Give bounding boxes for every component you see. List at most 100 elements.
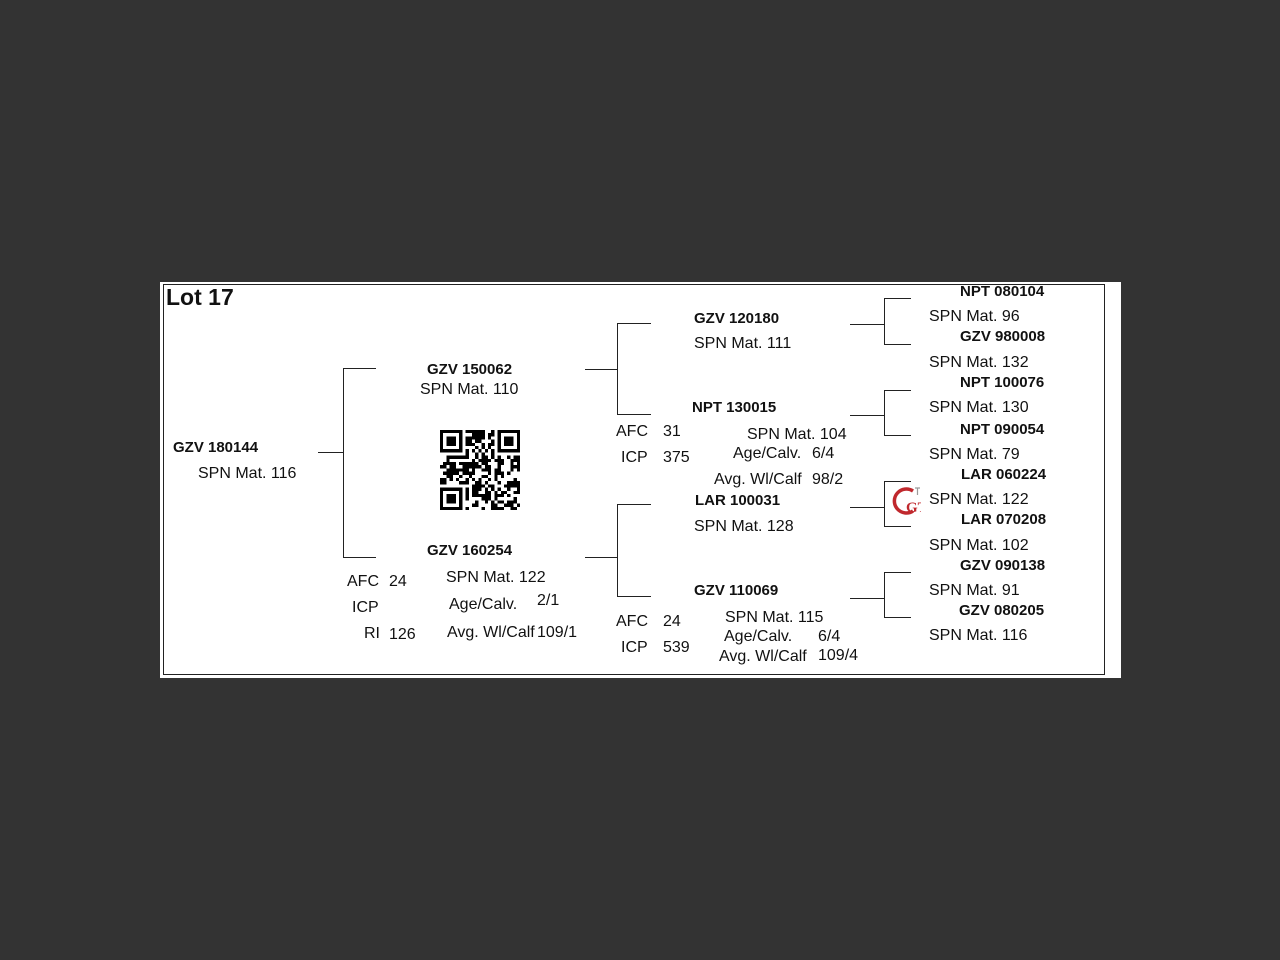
qr-module xyxy=(516,465,520,469)
qr-module xyxy=(516,439,520,443)
qr-module xyxy=(491,506,495,510)
qr-module xyxy=(440,433,444,437)
dam-sire-spn: SPN Mat. 128 xyxy=(694,518,794,535)
qr-module xyxy=(449,436,453,440)
qr-module xyxy=(484,468,488,472)
qr-module xyxy=(449,471,453,475)
sire-dam-icp-value: 375 xyxy=(663,449,690,466)
qr-module xyxy=(452,500,456,504)
qr-module xyxy=(516,487,520,491)
dam-dam-age-label: Age/Calv. xyxy=(724,628,793,645)
qr-module xyxy=(443,471,447,475)
qr-module xyxy=(446,430,450,434)
qr-module xyxy=(472,503,476,507)
sire-dam-age-label: Age/Calv. xyxy=(733,445,802,462)
qr-module xyxy=(497,494,501,498)
qr-module xyxy=(488,490,492,494)
qr-module xyxy=(488,442,492,446)
qr-module xyxy=(468,462,472,466)
qr-module xyxy=(440,481,444,485)
dam-dam-spn: SPN Mat. 115 xyxy=(725,609,824,626)
qr-module xyxy=(440,494,444,498)
qr-module xyxy=(513,484,517,488)
qr-module xyxy=(516,449,520,453)
qr-module xyxy=(465,497,469,501)
sire-id: GZV 150062 xyxy=(427,361,513,378)
qr-module xyxy=(481,446,485,450)
qr-module xyxy=(484,462,488,466)
qr-module xyxy=(456,449,460,453)
qr-module xyxy=(481,452,485,456)
qr-module xyxy=(446,468,450,472)
gt-logo-text: GT xyxy=(906,500,921,516)
qr-module xyxy=(459,500,463,504)
connector-line xyxy=(884,572,885,618)
subject-afc-value: 24 xyxy=(389,573,407,590)
qr-module xyxy=(488,494,492,498)
qr-module xyxy=(478,494,482,498)
qr-module xyxy=(478,478,482,482)
qr-module xyxy=(449,494,453,498)
qr-module xyxy=(472,487,476,491)
qr-module xyxy=(510,506,514,510)
qr-module xyxy=(491,503,495,507)
qr-module xyxy=(516,442,520,446)
qr-module xyxy=(462,471,466,475)
qr-module xyxy=(446,442,450,446)
qr-module xyxy=(484,490,488,494)
qr-module xyxy=(481,484,485,488)
qr-module xyxy=(481,497,485,501)
qr-module xyxy=(504,449,508,453)
qr-module xyxy=(497,442,501,446)
qr-module xyxy=(446,506,450,510)
qr-module xyxy=(494,471,498,475)
qr-module xyxy=(440,430,444,434)
qr-module xyxy=(510,462,514,466)
connector-line xyxy=(884,481,885,527)
qr-module xyxy=(462,481,466,485)
qr-module xyxy=(465,471,469,475)
pedigree-frame xyxy=(163,284,1105,675)
qr-module xyxy=(449,455,453,459)
qr-module xyxy=(449,506,453,510)
qr-module xyxy=(513,481,517,485)
qr-module xyxy=(465,490,469,494)
qr-module xyxy=(497,455,501,459)
qr-module xyxy=(475,452,479,456)
qr-module xyxy=(478,458,482,462)
qr-module xyxy=(456,455,460,459)
qr-module xyxy=(500,490,504,494)
dam-dam-wl-label: Avg. Wl/Calf xyxy=(719,648,807,665)
sire-dam-afc-value: 31 xyxy=(663,423,681,440)
dam-dam-icp-value: 539 xyxy=(663,639,690,656)
qr-module xyxy=(478,436,482,440)
connector-line xyxy=(884,344,911,345)
qr-module xyxy=(462,462,466,466)
connector-line xyxy=(617,414,651,415)
sire-sire-spn: SPN Mat. 111 xyxy=(694,335,792,352)
qr-module xyxy=(459,497,463,501)
qr-module xyxy=(443,478,447,482)
ancestor-spn: SPN Mat. 116 xyxy=(929,627,1028,644)
connector-line xyxy=(343,368,376,369)
subject-ri-label: RI xyxy=(364,625,380,642)
qr-module xyxy=(446,436,450,440)
qr-module xyxy=(497,433,501,437)
qr-module xyxy=(484,449,488,453)
qr-module xyxy=(516,490,520,494)
qr-module xyxy=(452,494,456,498)
qr-module xyxy=(449,430,453,434)
qr-module xyxy=(494,503,498,507)
qr-module xyxy=(516,436,520,440)
qr-module xyxy=(449,439,453,443)
dam-sire-id: LAR 100031 xyxy=(695,492,781,509)
qr-module xyxy=(449,487,453,491)
qr-module xyxy=(513,497,517,501)
sire-dam-wl-value: 98/2 xyxy=(812,471,844,488)
qr-module xyxy=(497,487,501,491)
qr-module xyxy=(497,458,501,462)
qr-module xyxy=(465,494,469,498)
qr-module xyxy=(507,442,511,446)
sire-dam-icp-label: ICP xyxy=(621,449,648,466)
qr-module xyxy=(475,455,479,459)
